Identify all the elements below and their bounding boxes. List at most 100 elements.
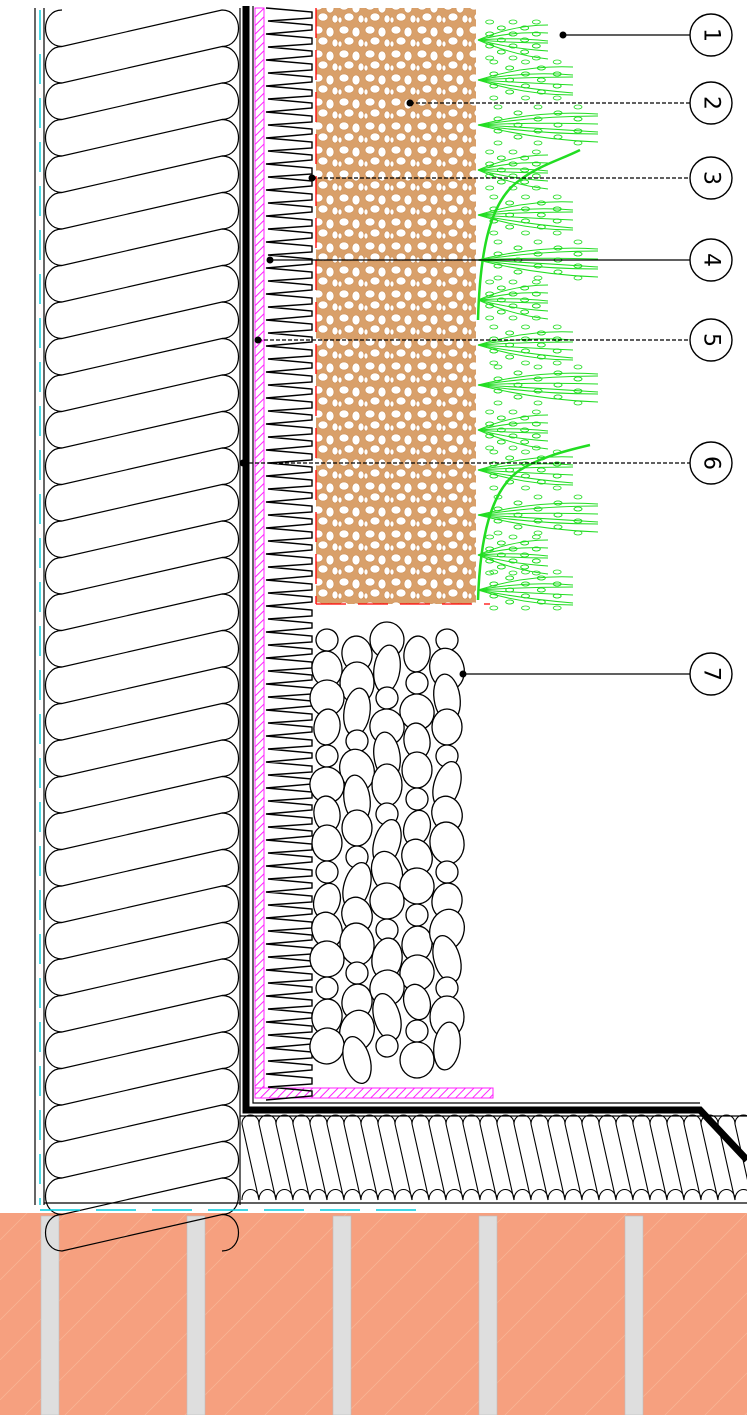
insulation-loop bbox=[496, 1114, 515, 1201]
insulation-loop bbox=[241, 1114, 260, 1201]
insulation-loop bbox=[547, 1114, 566, 1201]
insulation-loop bbox=[45, 118, 239, 157]
insulation-loop bbox=[45, 447, 239, 486]
insulation-loop bbox=[598, 1114, 617, 1201]
insulation-loop bbox=[45, 958, 239, 997]
insulation-loop bbox=[292, 1114, 311, 1201]
callout-circle bbox=[689, 156, 733, 200]
plant-icon bbox=[477, 59, 574, 101]
callout-circle bbox=[689, 318, 733, 362]
plant-icon bbox=[477, 104, 599, 146]
insulation-loop bbox=[45, 812, 239, 851]
insulation-loop bbox=[734, 1114, 747, 1201]
leader-dot bbox=[254, 336, 262, 344]
insulation-loop bbox=[45, 556, 239, 595]
pebble-strip bbox=[309, 621, 465, 1084]
insulation-loop bbox=[45, 228, 239, 267]
insulation-loop bbox=[45, 666, 239, 705]
insulation-loop bbox=[45, 921, 239, 960]
insulation-loop bbox=[45, 1031, 239, 1070]
insulation-loop bbox=[45, 629, 239, 668]
insulation-loop bbox=[445, 1114, 464, 1201]
leader-dot bbox=[559, 31, 567, 39]
callout-circle bbox=[689, 441, 733, 485]
pebble-icon bbox=[429, 821, 465, 865]
leader-dot bbox=[266, 256, 274, 264]
insulation-loop bbox=[45, 155, 239, 194]
pebble-icon bbox=[315, 744, 339, 768]
insulation-loop bbox=[45, 410, 239, 449]
pebble-icon bbox=[405, 671, 429, 695]
vapour-barrier-line bbox=[39, 10, 420, 1211]
plant-icon bbox=[477, 449, 574, 491]
waterproofing-membrane bbox=[242, 6, 747, 1163]
pebble-icon bbox=[315, 628, 339, 652]
insulation-loop bbox=[45, 702, 239, 741]
insulation-loop bbox=[717, 1114, 736, 1201]
insulation-loop bbox=[45, 9, 239, 48]
callout-label: 7 bbox=[699, 667, 724, 681]
insulation-loop bbox=[45, 337, 239, 376]
callout-circle bbox=[689, 238, 733, 282]
drainage-board bbox=[265, 7, 313, 1101]
pebble-icon bbox=[405, 903, 429, 927]
pebble-icon bbox=[345, 961, 369, 985]
leader-dot bbox=[406, 99, 414, 107]
insulation-loop bbox=[462, 1114, 481, 1201]
callout-5: 5 bbox=[689, 318, 733, 362]
insulation-loop bbox=[45, 301, 239, 340]
pebble-icon bbox=[401, 751, 433, 789]
insulation-loop bbox=[377, 1114, 396, 1201]
leader-dot bbox=[459, 670, 467, 678]
pebble-icon bbox=[435, 860, 459, 884]
plant-stem bbox=[476, 148, 581, 321]
insulation-loop bbox=[45, 848, 239, 887]
brick-wall bbox=[0, 1213, 747, 1415]
callout-circle bbox=[689, 81, 733, 125]
plant-icon bbox=[477, 149, 549, 191]
insulation-loop bbox=[45, 520, 239, 559]
insulation-loop bbox=[45, 885, 239, 924]
brick-joint bbox=[332, 1215, 352, 1415]
insulation-loop bbox=[428, 1114, 447, 1201]
pebble-icon bbox=[405, 787, 429, 811]
brick-joint bbox=[186, 1215, 206, 1415]
callout-1: 1 bbox=[689, 13, 733, 57]
filter-fabric bbox=[315, 8, 490, 605]
insulation-loop bbox=[530, 1114, 549, 1201]
insulation-loop bbox=[45, 1067, 239, 1106]
pebble-icon bbox=[433, 1021, 461, 1071]
pebble-icon bbox=[431, 708, 463, 746]
insulation-loop bbox=[45, 739, 239, 778]
insulation-loop bbox=[275, 1114, 294, 1201]
callout-label: 4 bbox=[699, 253, 724, 267]
insulation-loop bbox=[479, 1114, 498, 1201]
insulation-loop bbox=[45, 1140, 239, 1179]
pebble-icon bbox=[399, 1041, 435, 1079]
insulation-loop bbox=[309, 1114, 328, 1201]
callout-2: 2 bbox=[689, 81, 733, 125]
callout-label: 3 bbox=[699, 171, 724, 185]
brick-joint bbox=[478, 1215, 498, 1415]
insulation-loop bbox=[564, 1114, 583, 1201]
insulation-loop bbox=[45, 45, 239, 84]
leader-lines bbox=[239, 31, 690, 678]
plant-icon bbox=[477, 569, 574, 611]
pebble-icon bbox=[403, 635, 431, 673]
pebble-icon bbox=[375, 1034, 399, 1058]
insulation-loop bbox=[45, 374, 239, 413]
pebble-icon bbox=[405, 1019, 429, 1043]
insulation-loop bbox=[360, 1114, 379, 1201]
insulation-loop bbox=[45, 264, 239, 303]
insulation-loop bbox=[581, 1114, 600, 1201]
insulation-loop bbox=[683, 1114, 702, 1201]
callout-4: 4 bbox=[689, 238, 733, 282]
callout-label: 2 bbox=[699, 96, 724, 110]
pebble-icon bbox=[315, 976, 339, 1000]
pebble-icon bbox=[313, 708, 341, 746]
insulation-loop bbox=[326, 1114, 345, 1201]
pebble-icon bbox=[311, 824, 343, 862]
plant-icon bbox=[477, 409, 549, 451]
